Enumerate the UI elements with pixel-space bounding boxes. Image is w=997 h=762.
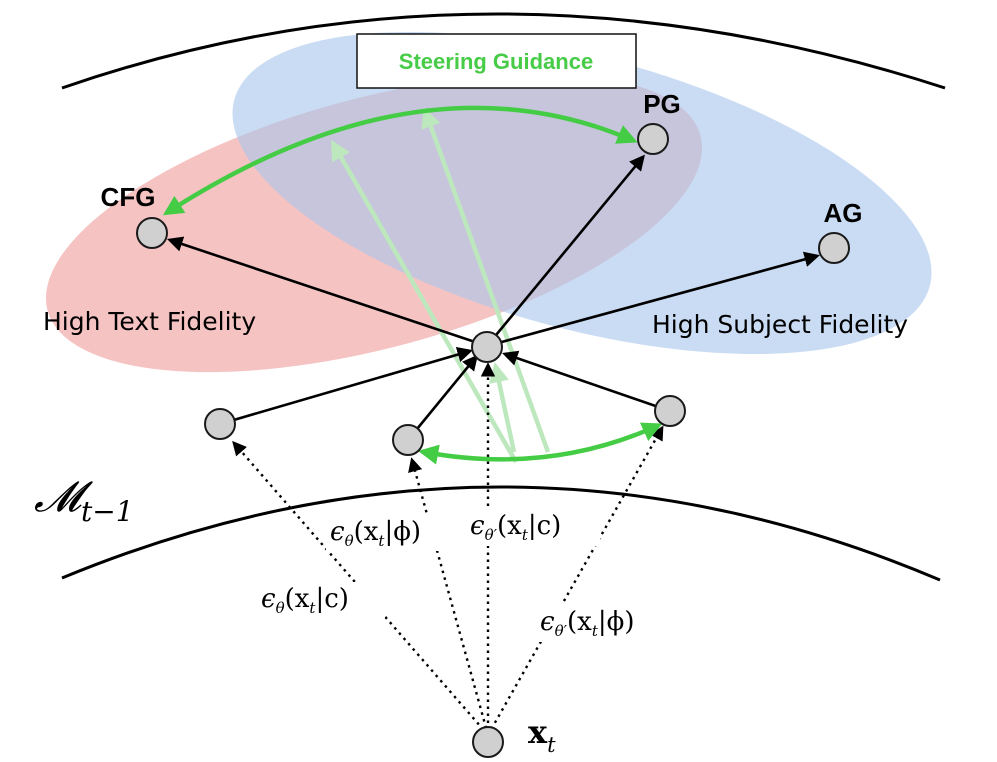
arrow-left-to-center [219, 347, 473, 426]
steering-guidance-label: Steering Guidance [399, 49, 593, 74]
arrow-right-to-center [502, 350, 671, 413]
label-ag: AG [824, 198, 863, 228]
eq2-cond: |c) [315, 584, 348, 614]
eq0-body: (x [354, 517, 379, 547]
node-midleft [392, 424, 424, 456]
eq0-body-sub: t [378, 532, 385, 550]
label-pg: PG [643, 89, 681, 119]
label-high-text-fidelity: High Text Fidelity [43, 307, 256, 336]
dotted-xt-to-right [486, 425, 664, 736]
manifold-subscript: t−1 [81, 495, 134, 528]
svg-text:ϵθ′(xt|ϕ): ϵθ′(xt|ϕ) [540, 607, 634, 640]
eq1-cond: |c) [528, 511, 561, 541]
upper-manifold-curve [61, 12, 946, 90]
arrow-center-to-cfg [167, 236, 488, 348]
lower-manifold-curve [61, 485, 941, 582]
xt-subscript: t [547, 733, 556, 757]
node-right [654, 395, 686, 427]
node-ag [818, 232, 850, 264]
eq3-cond: |ϕ) [598, 607, 635, 637]
node-pg [637, 123, 669, 155]
eq1-body-sub: t [522, 526, 529, 544]
eq1-body: (x [497, 511, 522, 541]
steering-arc-lower [418, 422, 663, 465]
eq3-body-sub: t [592, 622, 599, 640]
svg-text:ϵθ′(xt|c): ϵθ′(xt|c) [470, 511, 561, 544]
label-high-subject-fidelity: High Subject Fidelity [652, 310, 908, 339]
node-cfg [136, 217, 168, 249]
eq0-cond: |ϕ) [384, 517, 421, 547]
dotted-xt-to-midleft [408, 457, 490, 736]
svg-text:ϵθ(xt|c): ϵθ(xt|c) [261, 584, 349, 617]
eq3-body: (x [567, 607, 592, 637]
equation-eps-thetaprime-phi: ϵθ′(xt|ϕ) [536, 604, 680, 642]
eq2-prefix: ϵ [261, 584, 276, 614]
eq1-sub: θ′ [485, 526, 498, 544]
dotted-xt-to-left [232, 440, 489, 736]
arrow-center-to-ag [486, 251, 821, 348]
equation-eps-thetaprime-c: ϵθ′(xt|c) [466, 508, 600, 546]
steering-guidance-box [356, 33, 637, 89]
steering-arc-upper [162, 105, 638, 216]
eq0-sub: θ [345, 532, 354, 550]
node-left [204, 408, 236, 440]
equation-eps-theta-c: ϵθ(xt|c) [257, 582, 385, 618]
eq3-prefix: ϵ [540, 607, 555, 637]
eq2-body-sub: t [309, 599, 316, 617]
svg-text:ϵθ(xt|ϕ): ϵθ(xt|ϕ) [330, 517, 421, 550]
eq0-prefix: ϵ [330, 517, 345, 547]
node-center [471, 331, 503, 363]
eq1-prefix: ϵ [470, 511, 485, 541]
label-xt: xt [528, 713, 556, 757]
xt-base: x [528, 713, 548, 751]
label-cfg: CFG [101, 182, 156, 212]
arrow-midleft-to-center [406, 354, 478, 441]
equation-eps-theta-phi: ϵθ(xt|ϕ) [326, 515, 452, 551]
node-xt [472, 726, 504, 758]
eq2-body: (x [285, 584, 310, 614]
label-manifold: 𝓜t−1 [34, 472, 134, 528]
eq3-sub: θ′ [555, 622, 568, 640]
eq2-sub: θ [276, 599, 285, 617]
